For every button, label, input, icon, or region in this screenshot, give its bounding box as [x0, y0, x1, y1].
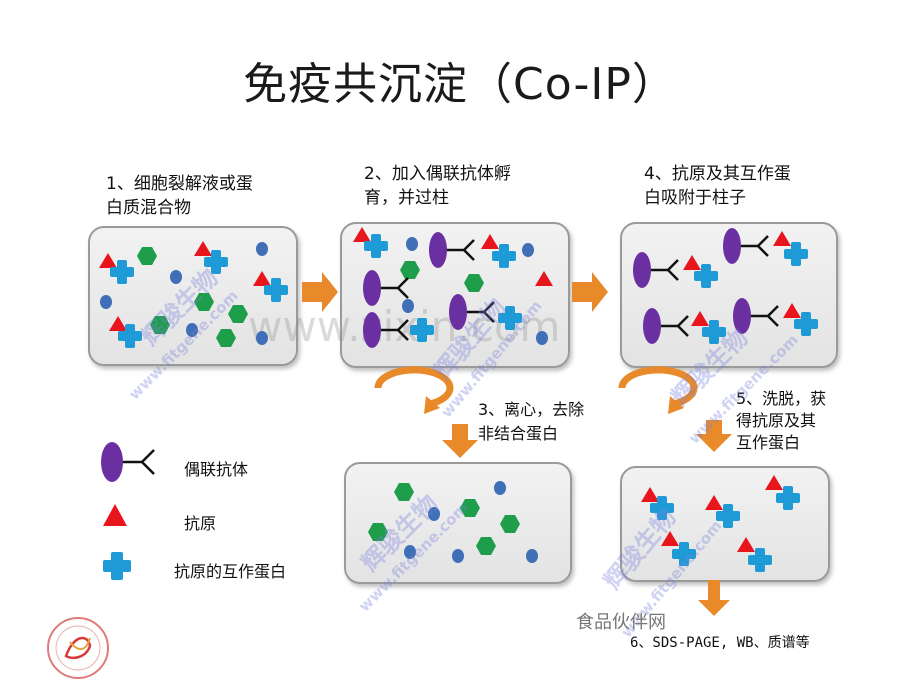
step-6-label: 6、SDS-PAGE, WB、质谱等 — [630, 635, 810, 651]
arrow-down-icon — [698, 580, 730, 616]
legend-partner-label: 抗原的互作蛋白 — [174, 562, 287, 581]
food-partner-watermark: 食品伙伴网 — [576, 612, 666, 633]
step-1-label: 1、细胞裂解液或蛋 白质混合物 — [106, 172, 253, 220]
step-3-line-2: 非结合蛋白 — [478, 424, 559, 443]
step-4-line-1: 4、抗原及其互作蛋 — [644, 164, 791, 184]
step-3-line-1: 3、离心，去除 — [478, 400, 585, 419]
step-4-line-2: 白吸附于柱子 — [644, 188, 746, 208]
arrow-down-icon — [442, 424, 478, 458]
step-3-label: 3、离心，去除 非结合蛋白 — [478, 398, 584, 446]
legend-antigen-label: 抗原 — [184, 514, 217, 533]
step-5-label: 5、洗脱，获 得抗原及其 互作蛋白 — [736, 388, 826, 454]
legend-antigen-icon — [103, 504, 127, 526]
page-title: 免疫共沉淀（Co-IP） — [243, 59, 677, 110]
step-1-line-2: 白质混合物 — [106, 198, 191, 218]
step-5-line-3: 互作蛋白 — [736, 433, 801, 452]
step-4-label: 4、抗原及其互作蛋 白吸附于柱子 — [644, 162, 791, 210]
legend-partner-icon — [103, 552, 131, 580]
step-5-line-1: 5、洗脱，获 — [736, 389, 827, 408]
step-2-line-2: 育，并过柱 — [364, 188, 449, 208]
step-2-line-1: 2、加入偶联抗体孵 — [364, 164, 511, 184]
arrow-right-icon — [572, 272, 608, 312]
step-1-line-1: 1、细胞裂解液或蛋 — [106, 174, 253, 194]
step-5-line-2: 得抗原及其 — [736, 411, 817, 430]
company-logo-icon — [47, 617, 109, 679]
legend-antibody-icon — [101, 442, 155, 482]
step-2-label: 2、加入偶联抗体孵 育，并过柱 — [364, 162, 511, 210]
legend-antibody-label: 偶联抗体 — [184, 460, 249, 479]
